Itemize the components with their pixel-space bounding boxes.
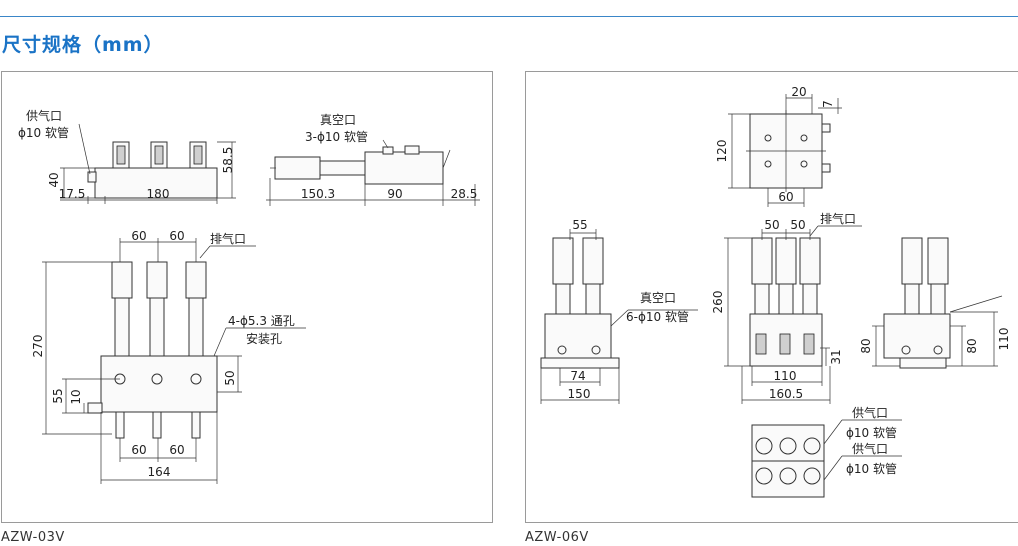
label-supply-port: 供气口 (26, 108, 62, 123)
dim-55-right: 55 (572, 218, 587, 232)
label-supply-port-2: 供气口 (852, 441, 888, 456)
dim-58-5: 58.5 (221, 147, 235, 174)
label-mount-holes-2: 安装孔 (246, 331, 282, 346)
dim-50-a: 50 (764, 218, 779, 232)
dim-31: 31 (829, 349, 843, 364)
dim-10: 10 (69, 389, 83, 404)
section-title: 尺寸规格（mm） (2, 34, 164, 56)
dim-80-b: 80 (965, 338, 979, 353)
label-supply-hose-2: ϕ10 软管 (846, 461, 897, 476)
label-supply-hose: ϕ10 软管 (18, 125, 69, 140)
dim-110-b: 110 (997, 328, 1011, 351)
label-supply-hose-1: ϕ10 软管 (846, 425, 897, 440)
caption-azw-06v: AZW-06V (525, 530, 589, 545)
label-vacuum-hose: 3-ϕ10 软管 (305, 129, 368, 144)
dim-top-60-a: 60 (131, 229, 146, 243)
dim-74: 74 (570, 369, 585, 383)
azw06v-bottom-view (751, 419, 902, 498)
azw06v-top-view (728, 94, 842, 207)
dim-80-a: 80 (859, 338, 873, 353)
dim-110: 110 (774, 369, 797, 383)
dim-55: 55 (51, 388, 65, 403)
dim-260: 260 (711, 291, 725, 314)
dim-90: 90 (387, 187, 402, 201)
dim-20: 20 (791, 85, 806, 99)
dim-120: 120 (715, 140, 729, 163)
label-mount-holes: 4-ϕ5.3 通孔 (228, 314, 295, 328)
dim-150-3: 150.3 (301, 187, 335, 201)
azw06v-front-view (724, 225, 862, 404)
dim-40: 40 (47, 172, 61, 187)
dim-160-5: 160.5 (769, 387, 803, 401)
azw06v-side-view-right (872, 237, 1003, 369)
dim-164: 164 (148, 465, 171, 479)
dim-180: 180 (147, 187, 170, 201)
dim-28-5: 28.5 (451, 187, 478, 201)
label-vacuum-port-right: 真空口 (640, 291, 676, 305)
azw06v-side-view-left (540, 229, 698, 404)
dim-50-b: 50 (790, 218, 805, 232)
label-supply-port-1: 供气口 (852, 405, 888, 420)
dim-50: 50 (223, 370, 237, 385)
dim-bottom-60-a: 60 (131, 443, 146, 457)
azw03v-front-view (60, 123, 236, 204)
dim-270: 270 (31, 335, 45, 358)
azw03v-top-view (42, 238, 306, 484)
label-exhaust-port-right: 排气口 (820, 211, 856, 226)
dim-top-60-b: 60 (169, 229, 184, 243)
dim-150: 150 (568, 387, 591, 401)
label-exhaust-port: 排气口 (210, 231, 246, 246)
label-vacuum-port: 真空口 (320, 113, 356, 127)
dim-7: 7 (821, 100, 835, 108)
label-vacuum-hose-right: 6-ϕ10 软管 (626, 309, 689, 324)
azw03v-side-view (266, 139, 480, 206)
top-rule (0, 16, 1018, 17)
dim-bottom-60-b: 60 (169, 443, 184, 457)
dim-17-5: 17.5 (59, 187, 86, 201)
dim-60: 60 (778, 190, 793, 204)
caption-azw-03v: AZW-03V (1, 530, 65, 545)
